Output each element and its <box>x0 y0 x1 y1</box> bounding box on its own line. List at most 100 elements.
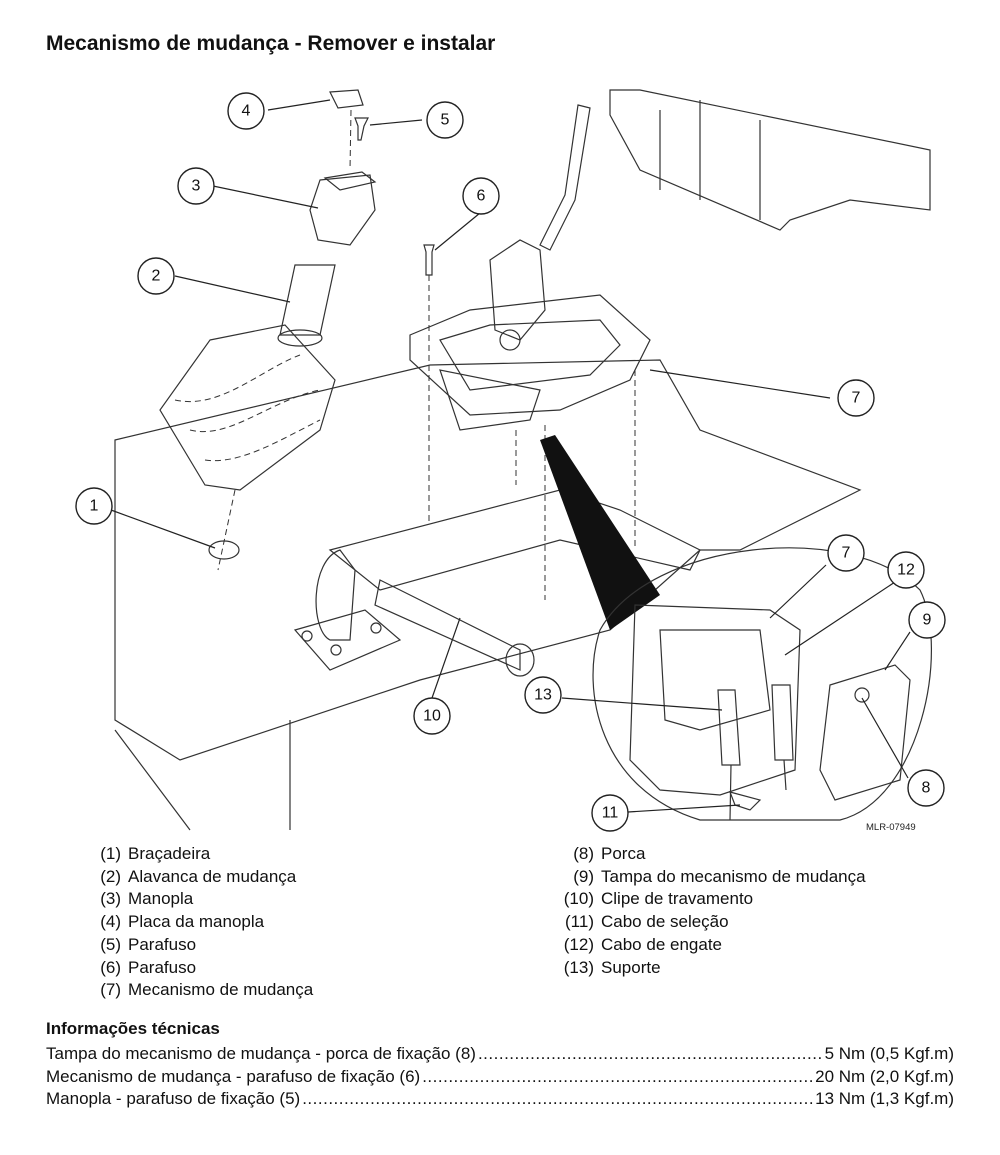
callout-1-label: 1 <box>90 498 99 515</box>
legend-item: (7) Mecanismo de mudança <box>92 979 512 1002</box>
callout-3-label: 3 <box>192 178 201 195</box>
torque-spec-row: Tampa do mecanismo de mudança - porca de… <box>46 1043 954 1066</box>
torque-spec-value: 13 Nm (1,3 Kgf.m) <box>815 1089 954 1108</box>
legend-number: (7) <box>100 980 121 1000</box>
legend-item: (1) Braçadeira <box>92 843 512 866</box>
callout-9-label: 9 <box>923 612 932 629</box>
legend-item: (10) Clipe de travamento <box>556 888 976 911</box>
technical-info-heading: Informações técnicas <box>46 1019 220 1038</box>
shift-housing <box>409 294 651 416</box>
legend-item: (13) Suporte <box>556 957 976 980</box>
support-base <box>293 609 402 671</box>
legend-item: (5) Parafuso <box>92 934 512 957</box>
callout-12: 13 <box>524 676 562 714</box>
exploded-diagram: 4 5 3 6 2 7 1 7 12 9 13 10 8 11 <box>0 70 1000 840</box>
knob-screw <box>354 117 369 141</box>
legend-label: Cabo de engate <box>601 934 722 954</box>
floor-lower-edge <box>114 720 291 831</box>
callout-7-label: 7 <box>852 390 861 407</box>
callout-2: 2 <box>137 257 175 295</box>
legend-number: (9) <box>573 866 594 886</box>
page-title: Mecanismo de mudança - Remover e instala… <box>46 32 496 55</box>
legend-item: (6) Parafuso <box>92 957 512 980</box>
shift-rod <box>539 104 591 251</box>
callout-2-label: 2 <box>152 268 161 285</box>
legend-label: Mecanismo de mudança <box>128 980 314 1000</box>
callout-8-label: 8 <box>922 780 931 797</box>
detail-outline <box>592 547 932 821</box>
callout-4-label: 4 <box>242 103 251 120</box>
legend-number: (10) <box>563 889 594 909</box>
dot-leader <box>478 1043 823 1066</box>
torque-spec-value: 20 Nm (2,0 Kgf.m) <box>815 1066 954 1086</box>
callout-11-label: 12 <box>897 562 915 579</box>
legend-number: (1) <box>100 844 121 863</box>
mount-screw <box>423 244 435 276</box>
support-tube <box>374 579 521 671</box>
lock-clip <box>729 791 762 811</box>
callout-10: 11 <box>591 794 629 832</box>
legend-label: Clipe de travamento <box>601 889 754 909</box>
callout-7-detail: 7 <box>827 534 865 572</box>
legend-label: Braçadeira <box>128 844 211 863</box>
callout-10-label: 11 <box>602 805 619 822</box>
engage-cable <box>717 689 741 766</box>
legend-item: (9) Tampa do mecanismo de mudança <box>556 866 976 889</box>
legend-number: (12) <box>563 934 594 954</box>
legend-item: (11) Cabo de seleção <box>556 911 976 934</box>
torque-spec-label: Tampa do mecanismo de mudança - porca de… <box>46 1044 476 1063</box>
legend-number: (4) <box>100 912 121 932</box>
callout-9: 9 <box>908 601 946 639</box>
diagram-svg: 4 5 3 6 2 7 1 7 12 9 13 10 8 11 <box>75 89 946 832</box>
callout-6-label: 6 <box>477 188 486 205</box>
legend-number: (8) <box>573 844 594 863</box>
legend-number: (5) <box>100 934 121 954</box>
callout-7: 7 <box>837 379 875 417</box>
gear-lever <box>279 264 336 336</box>
legend-item: (12) Cabo de engate <box>556 934 976 957</box>
torque-spec-value: 5 Nm (0,5 Kgf.m) <box>824 1044 954 1063</box>
detail-housing <box>629 604 801 796</box>
callout-5-label: 5 <box>441 112 450 129</box>
legend-label: Alavanca de mudança <box>128 866 297 886</box>
gear-boot <box>159 324 336 491</box>
legend-number: (11) <box>565 912 594 932</box>
knob-plate <box>329 89 364 109</box>
torque-spec-label: Manopla - parafuso de fixação (5) <box>46 1089 301 1108</box>
callout-13-label: 10 <box>423 708 441 725</box>
legend-item: (8) Porca <box>556 843 976 866</box>
legend-label: Parafuso <box>128 934 197 954</box>
callout-3: 3 <box>177 167 215 205</box>
shift-arm <box>489 239 546 341</box>
legend-label: Cabo de seleção <box>601 912 729 932</box>
detail-cover <box>819 664 911 801</box>
legend-number: (2) <box>100 866 121 886</box>
callout-1: 1 <box>75 487 113 525</box>
legend-item: (3) Manopla <box>92 888 512 911</box>
torque-spec-row: Mecanismo de mudança - parafuso de fixaç… <box>46 1066 954 1089</box>
detail-pointer <box>540 435 660 630</box>
technical-info-table: Tampa do mecanismo de mudança - porca de… <box>46 1043 954 1111</box>
legend-label: Manopla <box>128 889 194 909</box>
legend-number: (13) <box>563 957 594 977</box>
callout-8: 8 <box>907 769 945 807</box>
select-cable <box>771 684 794 761</box>
legend-label: Tampa do mecanismo de mudança <box>601 866 866 886</box>
floor-panel <box>114 359 862 761</box>
legend-label: Suporte <box>601 957 661 977</box>
callout-5: 5 <box>426 101 464 139</box>
callout-12-label: 13 <box>534 687 552 704</box>
dot-leader <box>302 1088 813 1111</box>
body-frame <box>609 89 931 231</box>
callout-6: 6 <box>462 177 500 215</box>
legend-item: (2) Alavanca de mudança <box>92 866 512 889</box>
legend-label: Parafuso <box>128 957 197 977</box>
legend-label: Porca <box>601 844 646 863</box>
cover-nut <box>854 687 870 703</box>
callout-13: 10 <box>413 697 451 735</box>
legend-number: (6) <box>100 957 121 977</box>
knob-body <box>309 174 376 246</box>
figure-id: MLR-07949 <box>866 822 916 833</box>
legend-right: (8) Porca (9) Tampa do mecanismo de mudanç… <box>556 843 976 979</box>
legend-number: (3) <box>100 889 121 909</box>
